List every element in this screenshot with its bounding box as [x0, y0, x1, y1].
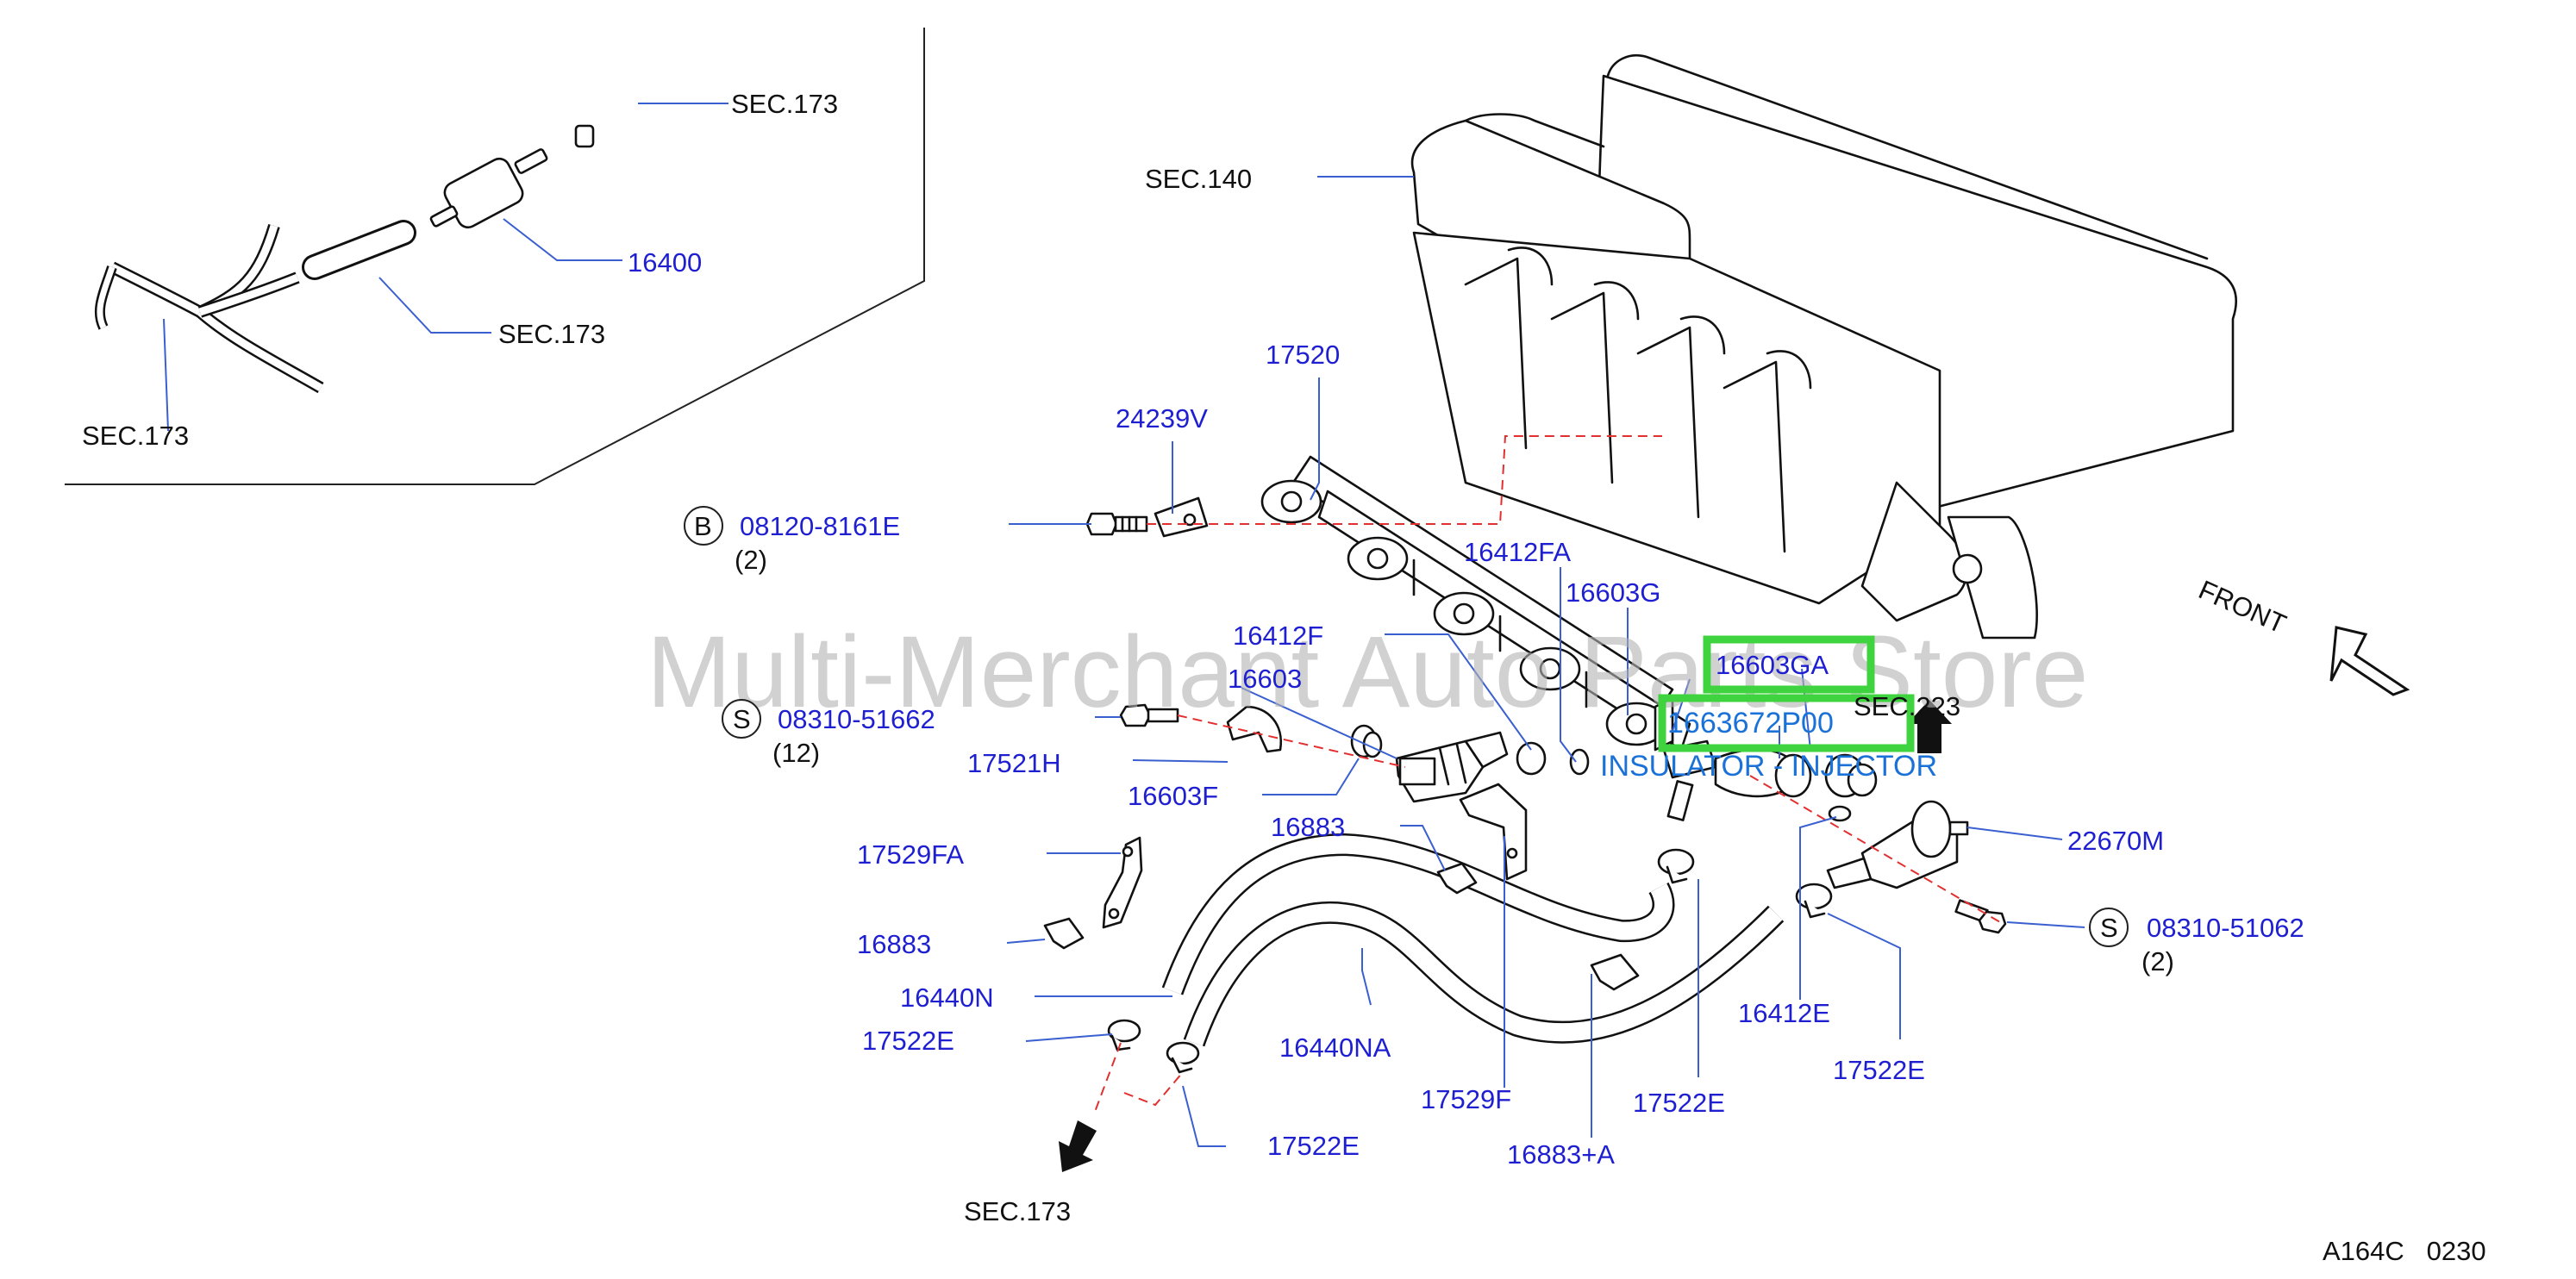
sec-140-label: SEC.140	[1145, 164, 1252, 194]
highlight-1663672p00	[1658, 694, 1915, 752]
bracket-17529f-icon	[1459, 783, 1528, 881]
part-17521h-label[interactable]: 17521H	[967, 748, 1061, 778]
screw-s1-qty: (12)	[772, 738, 820, 768]
centerline-injector	[1177, 714, 1406, 768]
bolt-b-symbol: B	[694, 511, 712, 541]
part-17529fa-label[interactable]: 17529FA	[857, 839, 964, 870]
clamp-17522e-left-icon	[1107, 1019, 1141, 1051]
clamp-17522e-center-icon	[1657, 848, 1695, 884]
part-16603ga-label[interactable]: 16603GA	[1716, 650, 1829, 680]
part-16412f-label[interactable]: 16412F	[1233, 621, 1323, 651]
screw-s2-symbol-circle	[2089, 908, 2129, 947]
intake-manifold-icon	[1410, 54, 2237, 640]
screw-s2-qty: (2)	[2141, 946, 2174, 976]
inset-sec-173-top-label: SEC.173	[731, 89, 838, 119]
inset-sec-173-mid-label: SEC.173	[498, 319, 605, 349]
screw-s1-symbol: S	[733, 704, 751, 734]
bolt-08120-icon	[1085, 512, 1148, 536]
oring-16412f-icon	[1516, 741, 1547, 776]
bracket-24239v-icon	[1154, 496, 1209, 538]
screw-s2-symbol: S	[2100, 913, 2118, 943]
clip-16883-left-icon	[1043, 917, 1085, 950]
part-16603f-label[interactable]: 16603F	[1128, 781, 1218, 811]
part-16400-label[interactable]: 16400	[628, 247, 702, 278]
part-17529f-label[interactable]: 17529F	[1421, 1084, 1511, 1114]
arrow-sec-223-icon	[1907, 700, 1952, 753]
centerline-bolt-b	[1147, 435, 1662, 525]
watermark-text: Multi-Merchant Auto Parts Store	[647, 615, 2088, 729]
arrow-sec-173-icon	[1059, 1120, 1097, 1172]
part-16440na-label[interactable]: 16440NA	[1279, 1033, 1391, 1063]
part-16883-mid-label[interactable]: 16883	[1271, 812, 1345, 842]
inset-border	[65, 28, 925, 485]
screw-08310-51062-icon	[1954, 899, 2007, 934]
sec-223-label: SEC.223	[1854, 691, 1960, 721]
inset-panel: SEC.173 16400 SEC.173 SEC.173	[65, 28, 925, 485]
arrow-front-icon	[2329, 626, 2410, 696]
screw-08310-51662-icon	[1119, 703, 1179, 727]
bolt-b-qty: (2)	[735, 545, 767, 575]
part-16440n-label[interactable]: 16440N	[900, 983, 994, 1013]
bolt-b-symbol-circle	[684, 506, 723, 546]
sec-173-bottom-label: SEC.173	[964, 1196, 1071, 1226]
part-1663672p00-label[interactable]: 1663672P00	[1667, 707, 1834, 739]
injector-16603-icon	[1395, 731, 1509, 803]
clip-16883a-icon	[1590, 953, 1640, 991]
clamp-17522e-right-icon	[1795, 883, 1833, 919]
oring-16412fa-icon	[1569, 748, 1590, 776]
screw-08310-51662-label[interactable]: 08310-51662	[778, 704, 935, 734]
screw-08310-51062-label[interactable]: 08310-51062	[2147, 913, 2304, 943]
part-16883-left-label[interactable]: 16883	[857, 929, 931, 959]
insulator-injector-note: INSULATOR - INJECTOR	[1600, 750, 1937, 783]
leader-lines	[1006, 176, 2085, 1147]
bracket-17529fa-icon	[1102, 836, 1143, 929]
front-label: FRONT	[2194, 574, 2291, 639]
screw-s1-symbol-circle	[722, 699, 761, 739]
oring-16603f-icon	[1350, 724, 1383, 758]
highlight-16603ga	[1703, 635, 1875, 694]
part-17522e-bottom-label[interactable]: 17522E	[1267, 1131, 1360, 1161]
part-17520-label[interactable]: 17520	[1266, 340, 1340, 370]
part-16412fa-label[interactable]: 16412FA	[1464, 537, 1571, 567]
part-16412e-label[interactable]: 16412E	[1738, 998, 1830, 1028]
part-16883a-label[interactable]: 16883+A	[1507, 1139, 1615, 1170]
part-16603g-label[interactable]: 16603G	[1566, 577, 1660, 608]
part-22670m-label[interactable]: 22670M	[2067, 826, 2164, 856]
centerline-sec173	[1094, 1042, 1184, 1113]
diagram-code: A164C 0230	[2323, 1236, 2486, 1266]
centerline-regulator	[1749, 775, 2001, 923]
bolt-08120-8161e-label[interactable]: 08120-8161E	[740, 511, 900, 541]
part-17522e-center-label[interactable]: 17522E	[1633, 1088, 1725, 1118]
fuel-filter-icon	[429, 148, 548, 229]
clamp-17522e-bottom-icon	[1166, 1041, 1200, 1074]
hose-16440n-icon	[1161, 833, 1675, 995]
part-17522e-left-label[interactable]: 17522E	[862, 1026, 954, 1056]
part-17522e-right-label[interactable]: 17522E	[1833, 1055, 1925, 1085]
part-24239v-label[interactable]: 24239V	[1116, 403, 1208, 434]
clip-16883-mid-icon	[1436, 862, 1478, 895]
inset-sec-173-left-label: SEC.173	[82, 421, 189, 451]
part-16603-label[interactable]: 16603	[1228, 664, 1302, 694]
hose-16440na-icon	[1183, 901, 1785, 1047]
clip-17521h-icon	[1226, 705, 1283, 753]
